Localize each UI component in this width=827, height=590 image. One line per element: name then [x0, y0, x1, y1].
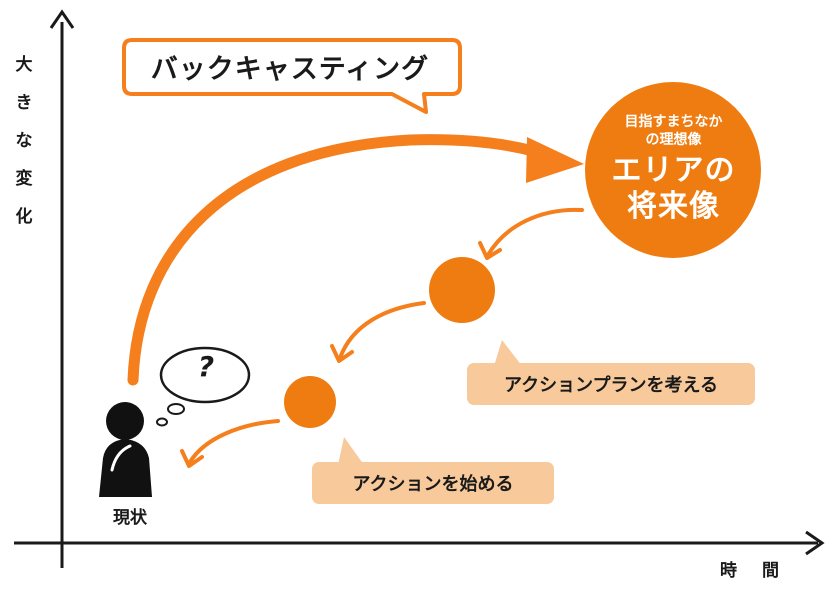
future-vision-sub-line1: 目指すまちなか — [624, 114, 723, 130]
action-start-tag: アクションを始める — [352, 474, 514, 495]
thought-dot-small — [156, 417, 168, 427]
future-vision: 目指すまちなか の理想像 エリアの 将来像 — [586, 82, 761, 257]
arrow-start-to-now — [188, 419, 280, 464]
future-vision-main-line2: 将来像 — [627, 189, 720, 224]
thinking-person-icon — [99, 402, 152, 497]
y-axis-arrowhead — [49, 9, 75, 29]
x-axis-label-char: 時 — [720, 561, 737, 581]
x-axis-label-char: 間 — [762, 561, 779, 581]
arrow-plan-to-start-head — [330, 344, 354, 363]
arrow-future-to-plan-head — [478, 241, 502, 260]
thought-bubble — [159, 346, 251, 404]
tag-start-pointer — [338, 437, 364, 465]
x-axis-arrowhead — [805, 530, 825, 556]
future-vision-circle — [585, 82, 761, 258]
thinking-person-arm — [110, 444, 132, 472]
action-start-circle — [284, 376, 336, 428]
tag-start-bg — [312, 462, 554, 504]
arrow-future-to-plan — [486, 207, 584, 257]
tag-plan-bg — [467, 363, 755, 405]
action-plan-tag: アクションプランを考える — [503, 375, 719, 396]
backcasting-arrow — [127, 134, 556, 386]
y-axis-label-char: 大 — [15, 55, 33, 75]
action-plan-circle — [429, 257, 495, 323]
future-vision-sub-line2: の理想像 — [645, 131, 702, 148]
y-axis-label-char: 変 — [15, 169, 33, 189]
future-vision-main-line1: エリアの — [611, 153, 736, 188]
arrow-start-to-now-head — [180, 449, 204, 468]
backcasting-arrowhead — [526, 137, 584, 183]
backcasting-label: バックキャスティング — [150, 53, 430, 85]
question-mark: ? — [197, 350, 215, 383]
backcasting-bubble — [122, 38, 462, 114]
current-state-label: 現状 — [113, 508, 147, 528]
tag-plan-pointer — [494, 340, 522, 366]
y-axis-label-char: き — [15, 93, 33, 113]
y-axis-label-char: 化 — [15, 207, 33, 227]
thought-dot-large — [167, 403, 185, 415]
arrow-plan-to-start — [338, 301, 426, 360]
y-axis-label-char: な — [15, 131, 33, 151]
